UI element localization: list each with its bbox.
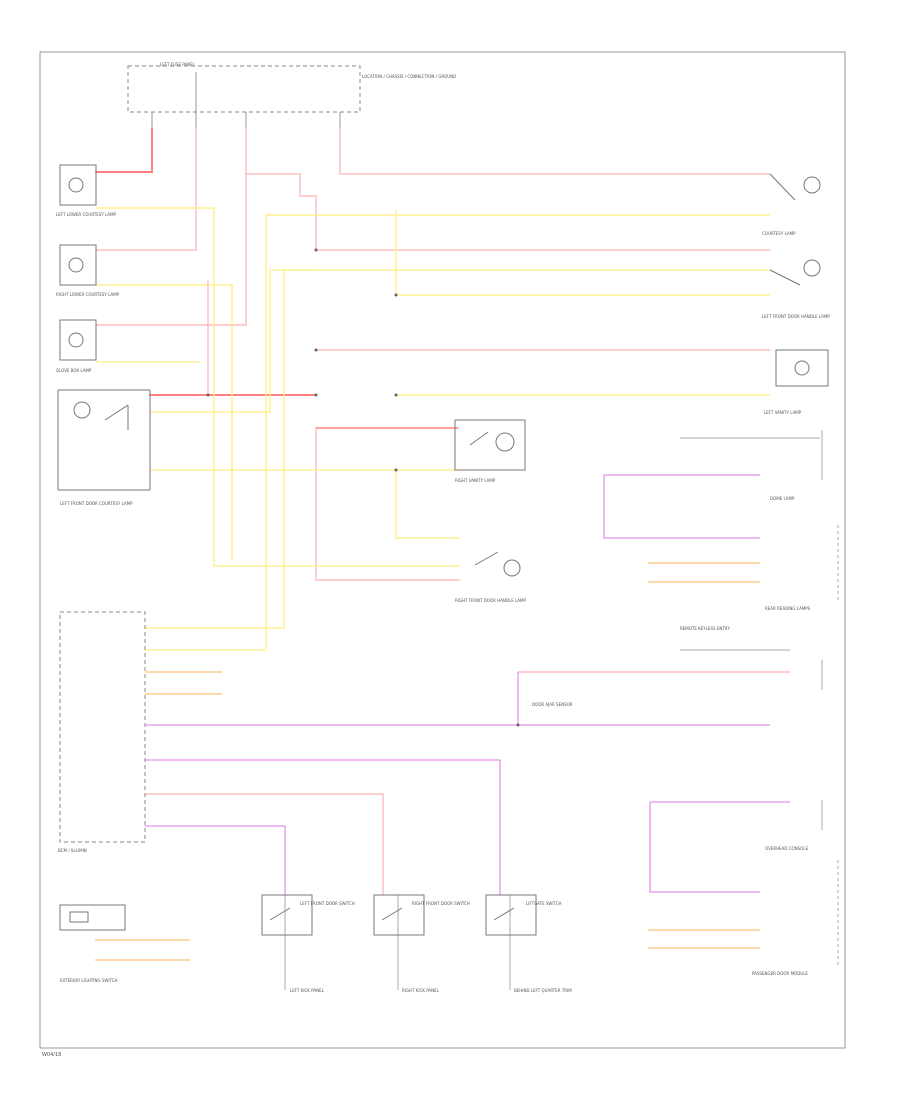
dome-lamp-label: DOME LAMP [770,496,795,501]
ground-mid-label: RIGHT KICK PANEL [402,988,440,993]
rear-reading-lamps: REAR READING LAMPS [765,606,811,611]
exterior-lighting-label: EXTERIOR LIGHTING SWITCH [60,978,118,983]
yellow-wires [96,207,770,651]
ground-left-label: LEFT KICK PANEL [290,988,325,993]
passenger-door-label: PASSENGER DOOR MODULE [752,971,808,976]
right-front-door-handle-label: RIGHT FRONT DOOR HANDLE LAMP [455,598,526,603]
orange-wires [95,562,760,961]
diagram-code: W04/18 [42,1052,61,1058]
glove-box-lamp: GLOVE BOX LAMP [56,319,97,373]
left-vanity-label: LEFT VANITY LAMP [764,410,802,415]
left-front-door-handle-lamp: LEFT FRONT DOOR HANDLE LAMP [762,259,830,319]
right-vanity-label: RIGHT VANITY LAMP [455,478,496,483]
ground-right-label: BEHIND LEFT QUARTER TRIM [514,988,572,993]
left-front-door-courtesy-lamp: LEFT FRONT DOOR COURTESY LAMP [57,389,151,506]
junction-dots [206,248,520,727]
right-lower-courtesy-label: RIGHT LOWER COURTESY LAMP [56,292,120,297]
glove-box-label: GLOVE BOX LAMP [56,368,92,373]
right-front-door-switch-label: RIGHT FRONT DOOR SWITCH [412,901,470,906]
courtesy-lamp-right-label: COURTESY LAMP [762,231,796,236]
left-front-door-switch: LEFT FRONT DOOR SWITCH LEFT KICK PANEL [261,894,355,993]
left-front-door-handle-label: LEFT FRONT DOOR HANDLE LAMP [762,314,830,319]
dome-lamp: DOME LAMP [770,496,839,600]
remote-keyless-label: REMOTE KEYLESS ENTRY [680,626,730,631]
liftgate-switch: LIFTGATE SWITCH BEHIND LEFT QUARTER TRIM [485,894,572,993]
overhead-console-label: OVERHEAD CONSOLE [765,846,809,851]
door-ajar-label: DOOR AJAR SENSOR [532,702,573,707]
fuse-block-note: LOCATION / CHASSIS / CONNECTION / GROUND [362,74,456,79]
bcm-module: BCM / ILLUMIN [58,611,146,853]
right-vanity-lamp: RIGHT VANITY LAMP [454,419,526,483]
diagram-frame [39,51,846,1049]
right-front-door-switch: RIGHT FRONT DOOR SWITCH RIGHT KICK PANEL [373,894,470,993]
right-front-door-handle-lamp: RIGHT FRONT DOOR HANDLE LAMP [455,551,526,603]
left-front-door-switch-label: LEFT FRONT DOOR SWITCH [300,901,355,906]
courtesy-lamp-right: COURTESY LAMP [762,173,821,236]
fuse-block-title: LEFT FUSE PANEL [160,62,196,67]
left-vanity-lamp: LEFT VANITY LAMP [764,349,829,415]
left-front-door-courtesy-label: LEFT FRONT DOOR COURTESY LAMP [60,501,133,506]
violet-wires [145,474,790,895]
exterior-lighting-switch: EXTERIOR LIGHTING SWITCH [59,904,126,983]
left-lower-courtesy-lamp: LEFT LOWER COURTESY LAMP [56,164,117,217]
overhead-console: OVERHEAD CONSOLE [765,846,839,965]
right-lower-courtesy-lamp: RIGHT LOWER COURTESY LAMP [56,244,120,297]
power-wires [95,127,791,896]
rear-reading-label: REAR READING LAMPS [765,606,811,611]
left-lower-courtesy-label: LEFT LOWER COURTESY LAMP [56,212,117,217]
bcm-label: BCM / ILLUMIN [58,848,87,853]
passenger-door-module: PASSENGER DOOR MODULE [752,971,808,976]
signal-lines [284,430,823,990]
fuse-block: LEFT FUSE PANEL LOCATION / CHASSIS / CON… [127,62,456,128]
liftgate-switch-label: LIFTGATE SWITCH [526,901,562,906]
